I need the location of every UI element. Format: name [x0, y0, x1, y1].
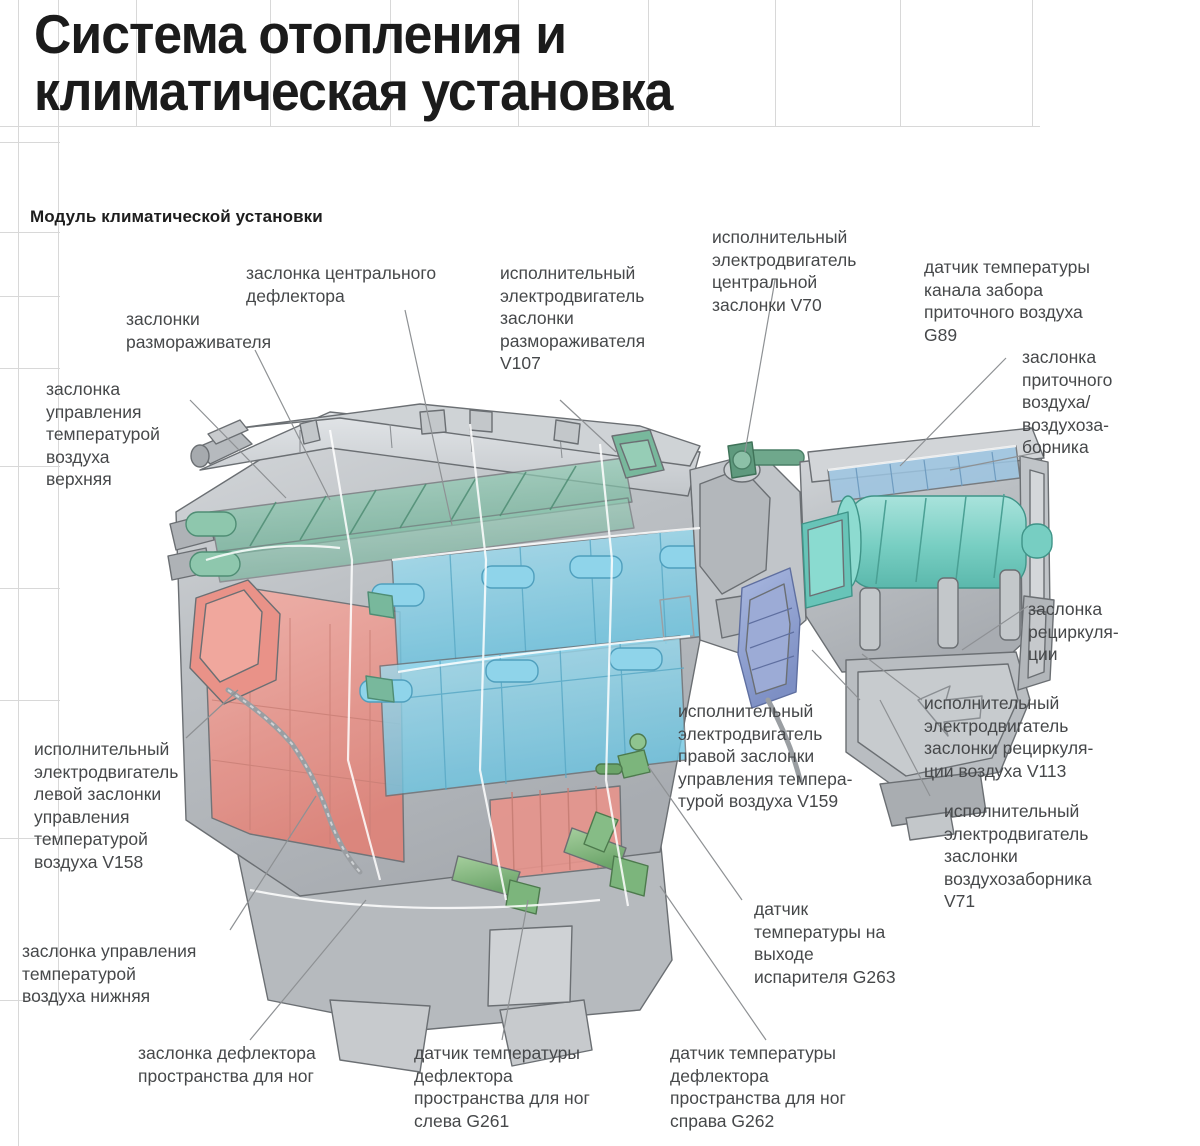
label-fresh-air-intake-damper: заслонка приточного воздуха/ воздухоза- … [1022, 347, 1113, 457]
page-title: Система отопления и климатическая устано… [34, 3, 673, 122]
label-upper-air-temp-damper: заслонка управления температурой воздуха… [46, 379, 160, 489]
label-defroster-damper-motor-v107: исполнительный электродвигатель заслонки… [500, 263, 646, 373]
section-subtitle: Модуль климатической установки [30, 207, 323, 226]
evaporator-outlet-sensor [595, 733, 651, 779]
label-left-air-temp-damper-motor-v158: исполнительный электродвигатель левой за… [34, 739, 179, 872]
label-lower-air-temp-damper: заслонка управления температурой воздуха… [22, 941, 197, 1006]
recirculation-flap [801, 511, 853, 609]
defroster-dampers-green [185, 429, 665, 583]
label-evaporator-outlet-temp-sensor-g263: датчик температуры на выходе испарителя … [754, 899, 896, 987]
label-central-damper-motor-v70: исполнительный электродвигатель централь… [712, 227, 857, 315]
heater-core-red [189, 579, 623, 881]
label-recirculation-damper: заслонка рециркуля- ции [1028, 599, 1119, 664]
label-air-intake-damper-motor-v71: исполнительный электродвигатель заслонки… [944, 801, 1092, 911]
central-damper-actuator [727, 441, 805, 479]
label-footwell-temp-sensor-right-g262: датчик температуры дефлектора пространст… [670, 1043, 846, 1131]
label-recirc-damper-motor-v113: исполнительный электродвигатель заслонки… [924, 693, 1094, 781]
blower-actuator-motor [737, 567, 801, 709]
label-central-deflector-damper: заслонка центрального дефлектора [246, 263, 437, 306]
label-right-air-temp-damper-motor-v159: исполнительный электродвигатель правой з… [678, 701, 853, 811]
label-footwell-deflector-damper: заслонка дефлектора пространства для ног [138, 1043, 316, 1086]
label-intake-duct-temp-sensor-g89: датчик температуры канала забора приточн… [924, 257, 1090, 345]
evaporator-core-upper [371, 527, 713, 673]
label-footwell-temp-sensor-left-g261: датчик температуры дефлектора пространст… [414, 1043, 590, 1131]
label-defroster-dampers: заслонки размораживателя [126, 309, 272, 352]
